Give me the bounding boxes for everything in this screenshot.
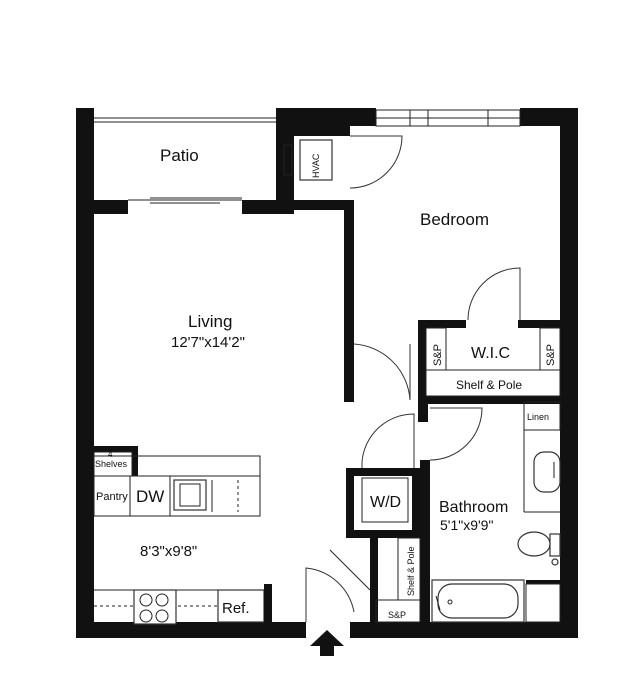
bedroom-windows xyxy=(375,109,521,127)
shelf-pole-label: Shelf & Pole xyxy=(456,378,522,392)
sp-label-right: S&P xyxy=(545,344,557,366)
entry-door-swing xyxy=(305,567,355,622)
toilet-icon xyxy=(517,531,561,557)
kitchen xyxy=(93,446,272,628)
bathtub-icon xyxy=(431,579,525,623)
linen-closet xyxy=(523,401,561,513)
bathroom-dimensions: 5'1"x9'9" xyxy=(440,517,493,533)
bedroom-label: Bedroom xyxy=(420,210,489,229)
dishwasher-label: DW xyxy=(136,487,164,506)
shelf-pole-label-vertical: Shelf & Pole xyxy=(406,546,416,596)
bathroom-door-swing xyxy=(429,407,483,461)
shelves-label: Shelves xyxy=(95,459,128,469)
patio-boundary xyxy=(94,117,276,204)
sp-label-left: S&P xyxy=(432,344,444,366)
kitchen-dimensions: 8'3"x9'8" xyxy=(140,543,197,560)
washer-dryer-label: W/D xyxy=(370,494,401,511)
bathroom-walls xyxy=(346,404,561,638)
laundry-door-swing xyxy=(361,413,415,468)
hvac-closet xyxy=(283,126,350,210)
bathroom-label: Bathroom xyxy=(439,499,508,516)
entry-arrow-icon xyxy=(310,630,344,656)
patio-label: Patio xyxy=(160,146,199,165)
linen-label: Linen xyxy=(527,412,549,422)
wic-label: W.I.C xyxy=(471,345,510,362)
hvac-label: HVAC xyxy=(311,153,321,178)
sink-icon xyxy=(533,451,561,493)
living-label: Living xyxy=(188,312,232,331)
sp-label-bottom: S&P xyxy=(388,610,406,620)
exterior-walls xyxy=(76,108,578,638)
walk-in-closet xyxy=(418,320,561,404)
refrigerator-label: Ref. xyxy=(222,600,250,617)
living-bedroom-wall xyxy=(344,200,354,402)
bedroom-door-swing xyxy=(353,343,411,401)
shelves-count: 4 xyxy=(108,450,113,459)
sink-icon xyxy=(173,479,207,511)
wic-door-swing xyxy=(467,267,521,321)
bathroom-fixtures xyxy=(431,451,561,623)
hvac-door-swing xyxy=(349,135,403,189)
living-dimensions: 12'7"x14'2" xyxy=(171,334,245,351)
pantry-label: Pantry xyxy=(96,491,128,503)
hall-closet-door xyxy=(329,549,371,591)
